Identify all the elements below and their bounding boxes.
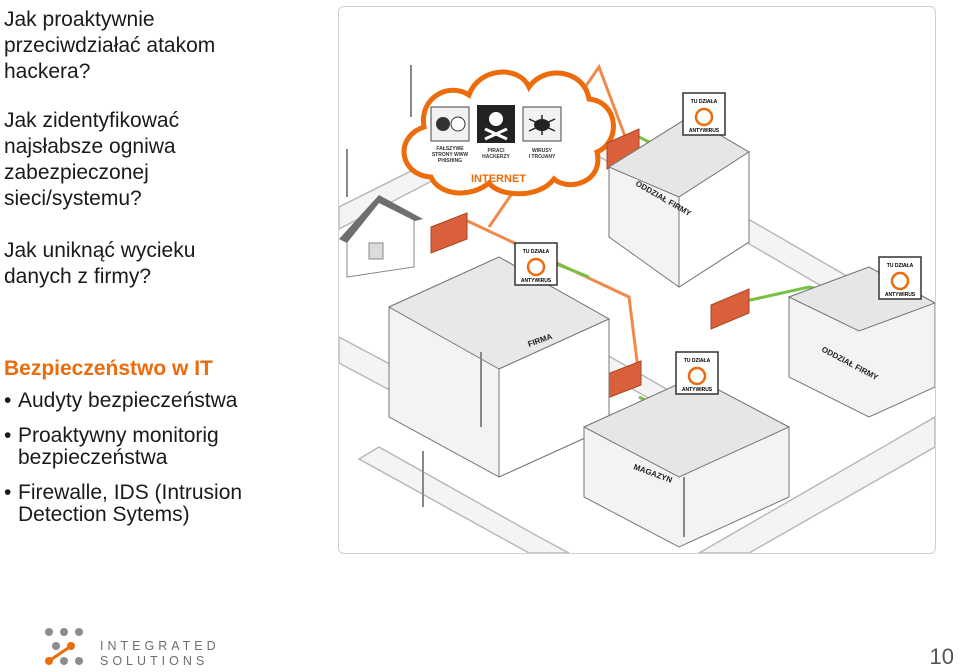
no-bug-icon [526,257,546,277]
sign-top-label: TU DZIAŁA [523,249,550,255]
threat-label: I TROJANY [529,154,556,160]
firewall-brick-wall [710,288,750,330]
building-branch-right: ODDZIAŁ FIRMY [787,266,935,418]
threat-label: WIRUSY [532,148,553,154]
smiley-icon [450,116,466,132]
cloud-label: INTERNET [471,173,526,185]
antivirus-sign: TU DZIAŁA ANTYWIRUS [682,92,726,136]
threat-label: FAŁSZYWE [436,146,464,152]
sign-top-label: TU DZIAŁA [691,99,718,105]
sign-bottom-label: ANTYWIRUS [682,387,713,393]
building-branch-top: ODDZIAŁ FIRMY [607,116,750,288]
house [339,195,423,278]
antivirus-sign: TU DZIAŁA ANTYWIRUS [675,351,719,395]
bullet-marker: • [4,481,12,504]
bug-icon [522,106,562,142]
threat-label: PIRACI [488,148,506,154]
no-bug-icon [687,366,707,386]
firewall-brick-wall [430,212,468,254]
bullet-text: Firewalle, IDS (Intrusion Detection Syte… [18,481,243,526]
sign-bottom-label: ANTYWIRUS [521,278,552,284]
bullet-marker: • [4,424,12,447]
antivirus-sign: TU DZIAŁA ANTYWIRUS [514,242,558,286]
it-security-section: Bezpieczeństwo w IT • Audyty bezpieczeńs… [4,356,324,539]
bullet-text: Proaktywny monitorig bezpieczeństwa [18,424,219,469]
sign-top-label: TU DZIAŁA [684,358,711,364]
building-main-office: FIRMA [387,256,611,478]
question-3: Jak uniknąć wycieku danych z firmy? [4,239,196,288]
threat-label: HACKERZY [482,154,510,160]
integrated-solutions-logo [45,628,83,665]
question-2: Jak zidentyfikować najsłabsze ogniwa zab… [4,109,180,210]
question-1: Jak proaktywnie przeciwdziałać atakom ha… [4,8,216,83]
mask-icon [436,117,450,131]
sign-bottom-label: ANTYWIRUS [885,292,916,298]
bullet-marker: • [4,389,12,412]
threat-label: PHISHING [438,158,462,164]
threat-label: STRONY WWW [432,152,469,158]
logo-line-2: SOLUTIONS [100,654,209,668]
bullet-text: Audyty bezpieczeństwa [18,389,238,412]
sign-bottom-label: ANTYWIRUS [689,128,720,134]
threat-viruses: WIRUSY I TROJANY [522,106,562,160]
threat-phishing: FAŁSZYWE STRONY WWW PHISHING [430,106,470,164]
bullet-item: • Firewalle, IDS (Intrusion Detection Sy… [4,482,324,526]
page-number: 10 [929,644,954,669]
lamp-posts [346,65,685,537]
threat-hackers: PIRACI HACKERZY [477,105,515,160]
logo-line-1: INTEGRATED [100,639,220,653]
sign-top-label: TU DZIAŁA [887,263,914,269]
network-security-illustration: INTERNET FAŁSZYWE STRONY WWW PHISHING PI… [338,6,936,554]
section-title: Bezpieczeństwo w IT [4,357,213,380]
no-bug-icon [694,107,714,127]
bullet-item: • Proaktywny monitorig bezpieczeństwa [4,425,324,469]
logo-text: INTEGRATED SOLUTIONS [100,639,220,669]
bullet-item: • Audyty bezpieczeństwa [4,390,324,412]
antivirus-sign: TU DZIAŁA ANTYWIRUS [878,256,922,300]
logo-dots-icon [45,628,83,665]
no-bug-icon [890,271,910,291]
